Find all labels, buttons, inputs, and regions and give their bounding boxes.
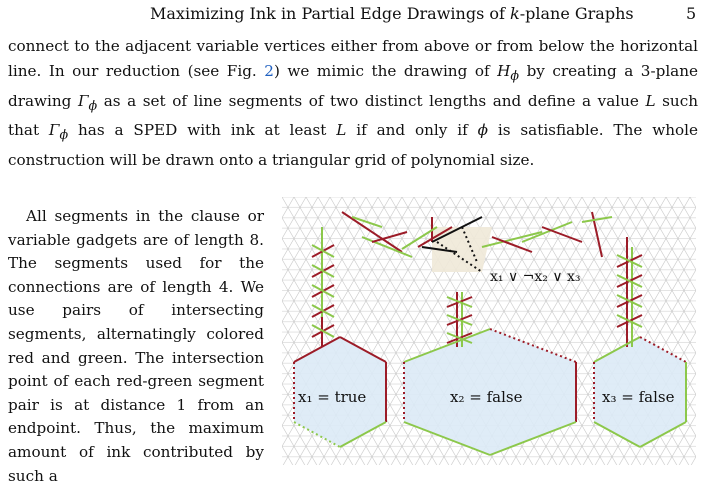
clause-label: x₁ ∨ ¬x₂ ∨ x₃ [490, 269, 581, 285]
segment-36 [616, 294, 643, 308]
gadget-x3-fill [594, 337, 686, 447]
segment-64 [639, 421, 687, 448]
segment-57 [403, 421, 491, 456]
segment-14 [361, 236, 413, 258]
segment-15 [371, 231, 408, 243]
segment-47 [293, 336, 341, 363]
segment-34 [616, 274, 643, 288]
gadget-x3-label: x₃ = false [602, 388, 675, 406]
paragraph-2-text: All segments in the clause or variable g… [8, 207, 264, 485]
segment-16 [417, 226, 453, 248]
segment-51 [293, 421, 341, 448]
segment-7 [311, 284, 335, 298]
segment-21 [436, 241, 483, 273]
figure-ref[interactable]: 2 [264, 61, 274, 80]
segment-24 [491, 236, 533, 253]
segment-19 [431, 216, 483, 243]
segment-18 [401, 226, 438, 250]
segment-44 [446, 314, 473, 326]
segment-42 [446, 296, 473, 308]
figure-svg [282, 197, 696, 465]
segment-63 [593, 421, 641, 448]
figure-reduction: x₁ ∨ ¬x₂ ∨ x₃ x₁ = true x₂ = false x₃ = … [282, 197, 696, 467]
segment-59 [593, 336, 641, 363]
segment-54 [489, 328, 577, 363]
segment-28 [581, 216, 613, 223]
segment-25 [521, 221, 573, 243]
segment-48 [339, 336, 387, 363]
segment-5 [311, 264, 335, 278]
segment-60 [639, 336, 687, 363]
gadget-x1-fill [294, 337, 386, 447]
segment-23 [481, 231, 543, 248]
paragraph-2: All segments in the clause or variable g… [8, 205, 264, 488]
segment-38 [616, 314, 643, 328]
segment-32 [616, 254, 643, 268]
segment-13 [351, 216, 383, 228]
segment-11 [311, 324, 335, 338]
segment-58 [489, 421, 577, 456]
segment-46 [446, 332, 473, 344]
gadget-x2-fill [404, 329, 576, 455]
paragraph-1: connect to the adjacent variable vertice… [8, 34, 698, 173]
gadget-x1-label: x₁ = true [298, 388, 367, 406]
page-number: 5 [686, 4, 697, 23]
running-title: Maximizing Ink in Partial Edge Drawings … [150, 4, 634, 23]
gadget-x2-label: x₂ = false [450, 388, 523, 406]
paragraph-1-text: connect to the adjacent variable vertice… [8, 37, 699, 170]
segment-26 [541, 226, 583, 243]
segment-9 [311, 304, 335, 318]
segment-20 [461, 226, 478, 263]
segment-52 [339, 421, 387, 448]
segment-3 [311, 244, 335, 258]
segment-53 [403, 328, 491, 363]
page-header: Maximizing Ink in Partial Edge Drawings … [0, 4, 706, 26]
segment-layer [293, 211, 687, 456]
segment-22 [421, 246, 458, 253]
segment-12 [341, 211, 403, 253]
